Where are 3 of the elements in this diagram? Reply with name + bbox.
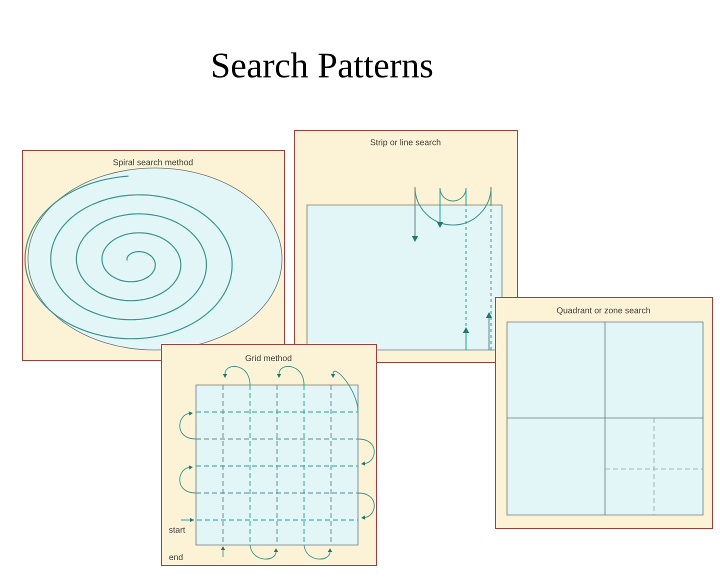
point-label: end	[169, 554, 183, 560]
point-label: start	[168, 527, 186, 533]
title: Search Patterns	[212, 52, 432, 78]
